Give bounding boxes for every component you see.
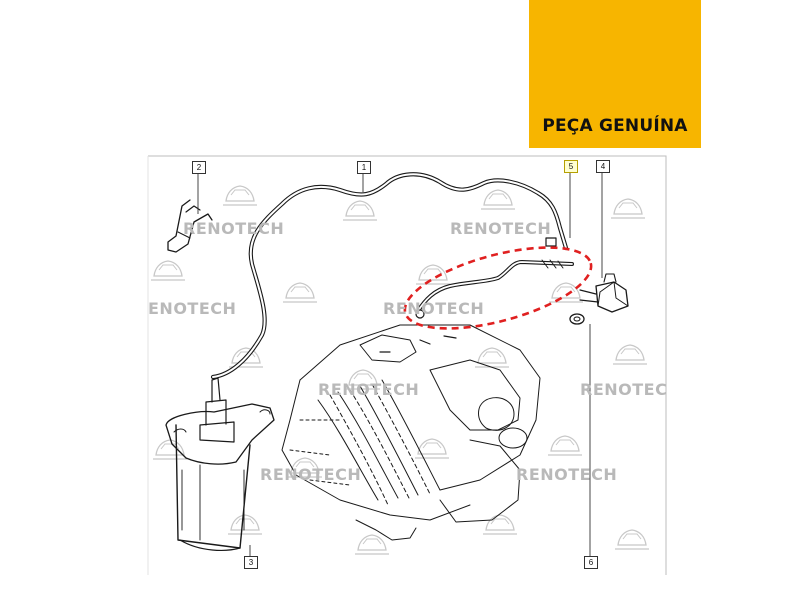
callout-5[interactable]: 5: [564, 160, 578, 173]
watermark-text: RENOTECH: [383, 299, 485, 318]
callout-2[interactable]: 2: [192, 161, 206, 174]
leader-lines: [197, 172, 603, 556]
callout-1[interactable]: 1: [357, 161, 371, 174]
watermark-text: RENOTECH: [260, 465, 362, 484]
callout-6[interactable]: 6: [584, 556, 598, 569]
genuine-part-badge: PEÇA GENUÍNA: [529, 0, 701, 148]
watermark-text: RENOTECH: [318, 380, 420, 399]
callout-4[interactable]: 4: [596, 160, 610, 173]
watermark-text: ENOTECH: [148, 299, 237, 318]
badge-text: PEÇA GENUÍNA: [542, 116, 688, 136]
watermark-text: RENOTECH: [183, 219, 285, 238]
watermark-text: RENOTECH: [516, 465, 618, 484]
watermark-text: RENOTEC: [580, 380, 668, 399]
watermark-logos: [150, 185, 650, 555]
callout-3[interactable]: 3: [244, 556, 258, 569]
highlight-ellipse: [403, 246, 593, 330]
watermark-text: RENOTECH: [450, 219, 552, 238]
